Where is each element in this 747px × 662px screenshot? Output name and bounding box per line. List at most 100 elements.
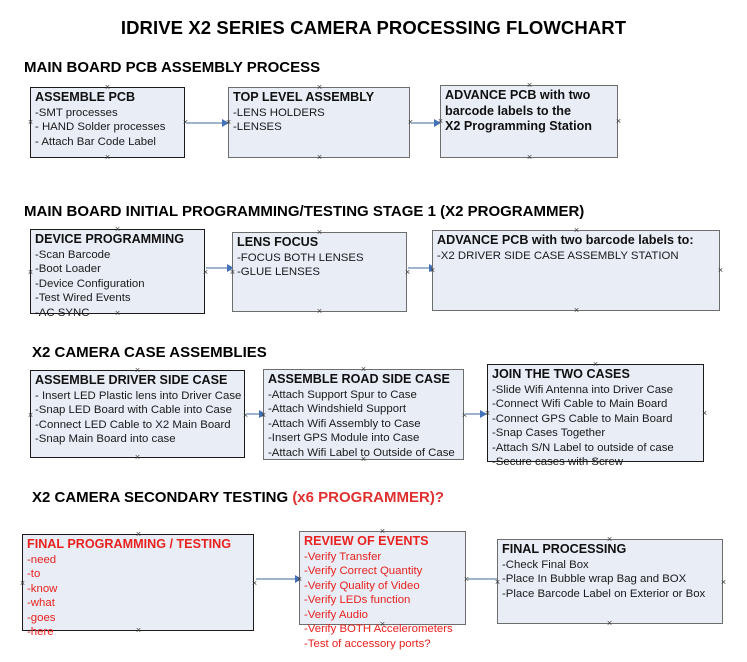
section-header-text: X2 CAMERA CASE ASSEMBLIES: [32, 344, 267, 361]
page-title: IDRIVE X2 SERIES CAMERA PROCESSING FLOWC…: [120, 17, 627, 38]
node-assemble-pcb[interactable]: ASSEMBLE PCB -SMT processes - HAND Solde…: [27, 83, 188, 162]
section-header-text: X2 CAMERA SECONDARY TESTING: [32, 489, 293, 506]
node-line: barcode labels to the: [445, 103, 571, 118]
node-line: -LENSES: [233, 121, 282, 134]
node-title: REVIEW OF EVENTS: [304, 534, 429, 548]
section-header-main-board-pcb-assembly-process: MAIN BOARD PCB ASSEMBLY PROCESS: [24, 59, 320, 76]
node-line: -Attach Windshield Support: [268, 403, 407, 416]
node-review-of-events[interactable]: REVIEW OF EVENTS -Verify Transfer -Verif…: [297, 527, 469, 651]
resize-handle-left[interactable]: ×: [19, 578, 26, 588]
resize-handle-right[interactable]: ×: [404, 267, 411, 277]
node-line: -Device Configuration: [35, 277, 145, 290]
node-line: -X2 DRIVER SIDE CASE ASSEMBLY STATION: [437, 249, 679, 262]
node-title: JOIN THE TWO CASES: [492, 367, 630, 381]
resize-handle-right[interactable]: ×: [720, 577, 727, 587]
node-line: -to: [27, 568, 41, 581]
node-title: LENS FOCUS: [237, 235, 319, 249]
node-line: -Verify Transfer: [304, 550, 382, 563]
node-title: ADVANCE PCB with two barcode labels to:: [437, 233, 694, 247]
resize-handle-bottom[interactable]: ×: [104, 152, 111, 162]
resize-handle-bottom[interactable]: ×: [316, 306, 323, 316]
node-line: -Snap LED Board with Cable into Case: [35, 404, 232, 417]
node-line: -goes: [27, 611, 56, 624]
node-line: -FOCUS BOTH LENSES: [237, 251, 364, 264]
connector-top-level-assembly-to-advance-pcb: [411, 119, 443, 127]
connector-device-programming-to-lens-focus: [206, 264, 236, 272]
node-line: - Attach Bar Code Label: [35, 135, 156, 148]
node-join-the-two-cases[interactable]: JOIN THE TWO CASES -Slide Wifi Antenna i…: [485, 360, 707, 469]
node-line: -Place Barcode Label on Exterior or Box: [502, 587, 706, 600]
node-line-overflow: -Test of accessory ports?: [304, 638, 431, 651]
node-line: - HAND Solder processes: [35, 121, 166, 134]
node-title: ASSEMBLE DRIVER SIDE CASE: [35, 373, 228, 387]
node-line: -Verify Quality of Video: [304, 579, 420, 592]
node-title: TOP LEVEL ASSEMBLY: [233, 90, 375, 104]
node-line: -Connect Wifi Cable to Main Board: [492, 398, 668, 411]
node-line: -Scan Barcode: [35, 248, 111, 261]
node-device-programming[interactable]: DEVICE PROGRAMMING -Scan Barcode -Boot L…: [27, 225, 208, 319]
node-advance-pcb-to-x2-programming-station[interactable]: ADVANCE PCB with two barcode labels to t…: [438, 81, 621, 162]
node-title: ADVANCE PCB with two: [445, 88, 591, 102]
node-line: -Snap Main Board into case: [35, 433, 176, 446]
resize-handle-left[interactable]: ×: [27, 410, 34, 420]
resize-handle-left[interactable]: ×: [27, 267, 34, 277]
resize-handle-right[interactable]: ×: [615, 116, 622, 126]
node-line: -AC SYNC: [35, 306, 90, 319]
connector-assemble-pcb-to-top-level-assembly: [186, 119, 231, 127]
node-final-programming-testing[interactable]: FINAL PROGRAMMING / TESTING -need -to -k…: [19, 530, 257, 639]
node-lens-focus[interactable]: LENS FOCUS -FOCUS BOTH LENSES -GLUE LENS…: [230, 228, 410, 316]
section-header-accent: (x6 PROGRAMMER)?: [292, 489, 444, 506]
section-header-main-board-initial-programming-testing-stage-1: MAIN BOARD INITIAL PROGRAMMING/TESTING S…: [24, 203, 584, 220]
node-title: ASSEMBLE ROAD SIDE CASE: [268, 372, 450, 386]
node-line: -Insert GPS Module into Case: [268, 432, 420, 445]
node-line: -Boot Loader: [35, 263, 101, 276]
resize-handle-bottom[interactable]: ×: [316, 152, 323, 162]
node-line: X2 Programming Station: [445, 119, 592, 133]
connector-road-side-to-join-the-two-cases: [465, 410, 489, 418]
node-line: -Check Final Box: [502, 558, 589, 571]
node-title: DEVICE PROGRAMMING: [35, 232, 185, 246]
node-line: -Attach Wifi Assembly to Case: [268, 417, 421, 430]
node-line: - Insert LED Plastic lens into Driver Ca…: [35, 389, 242, 402]
resize-handle-left[interactable]: ×: [494, 577, 501, 587]
section-header-x2-camera-case-assemblies: X2 CAMERA CASE ASSEMBLIES: [32, 344, 267, 361]
node-title: FINAL PROGRAMMING / TESTING: [27, 537, 232, 551]
node-line: -Verify Audio: [304, 608, 368, 621]
node-line: -LENS HOLDERS: [233, 106, 325, 119]
node-line: -Connect GPS Cable to Main Board: [492, 412, 673, 425]
node-line: -here: [27, 626, 54, 639]
node-line: -Verify LEDs function: [304, 594, 411, 607]
resize-handle-left[interactable]: ×: [27, 117, 34, 127]
node-line: -Snap Cases Together: [492, 427, 606, 440]
node-line: -Slide Wifi Antenna into Driver Case: [492, 383, 674, 396]
node-final-processing[interactable]: FINAL PROCESSING -Check Final Box -Place…: [494, 535, 726, 628]
resize-handle-bottom[interactable]: ×: [573, 305, 580, 315]
resize-handle-bottom[interactable]: ×: [526, 152, 533, 162]
resize-handle-right[interactable]: ×: [251, 578, 258, 588]
node-title: FINAL PROCESSING: [502, 542, 627, 556]
section-header-x2-camera-secondary-testing: X2 CAMERA SECONDARY TESTING (x6 PROGRAMM…: [32, 489, 444, 506]
node-line: -what: [27, 597, 55, 610]
resize-handle-right[interactable]: ×: [202, 267, 209, 277]
resize-handle-right[interactable]: ×: [701, 408, 708, 418]
resize-handle-bottom[interactable]: ×: [606, 618, 613, 628]
connector-driver-side-to-road-side: [246, 410, 268, 418]
node-assemble-road-side-case[interactable]: ASSEMBLE ROAD SIDE CASE -Attach Support …: [261, 365, 467, 464]
section-header-text: MAIN BOARD PCB ASSEMBLY PROCESS: [24, 59, 321, 76]
resize-handle-right[interactable]: ×: [717, 265, 724, 275]
node-line: -Attach Support Spur to Case: [268, 388, 417, 401]
node-line: -Verify BOTH Accelerometers: [304, 623, 453, 636]
node-line: -GLUE LENSES: [237, 266, 320, 279]
node-title: ASSEMBLE PCB: [35, 90, 136, 104]
node-assemble-driver-side-case[interactable]: ASSEMBLE DRIVER SIDE CASE - Insert LED P…: [27, 366, 248, 462]
node-line: -SMT processes: [35, 106, 118, 119]
section-header-text: MAIN BOARD INITIAL PROGRAMMING/TESTING S…: [24, 203, 585, 220]
node-line: -Test Wired Events: [35, 292, 131, 305]
node-line: -Connect LED Cable to X2 Main Board: [35, 418, 231, 431]
node-line: -Secure cases with Screw: [492, 456, 624, 469]
node-top-level-assembly[interactable]: TOP LEVEL ASSEMBLY -LENS HOLDERS -LENSES…: [226, 83, 413, 162]
node-line: -Verify Correct Quantity: [304, 565, 423, 578]
resize-handle-bottom[interactable]: ×: [134, 452, 141, 462]
node-advance-pcb-to-driver-side-case-assembly[interactable]: ADVANCE PCB with two barcode labels to: …: [430, 226, 723, 315]
